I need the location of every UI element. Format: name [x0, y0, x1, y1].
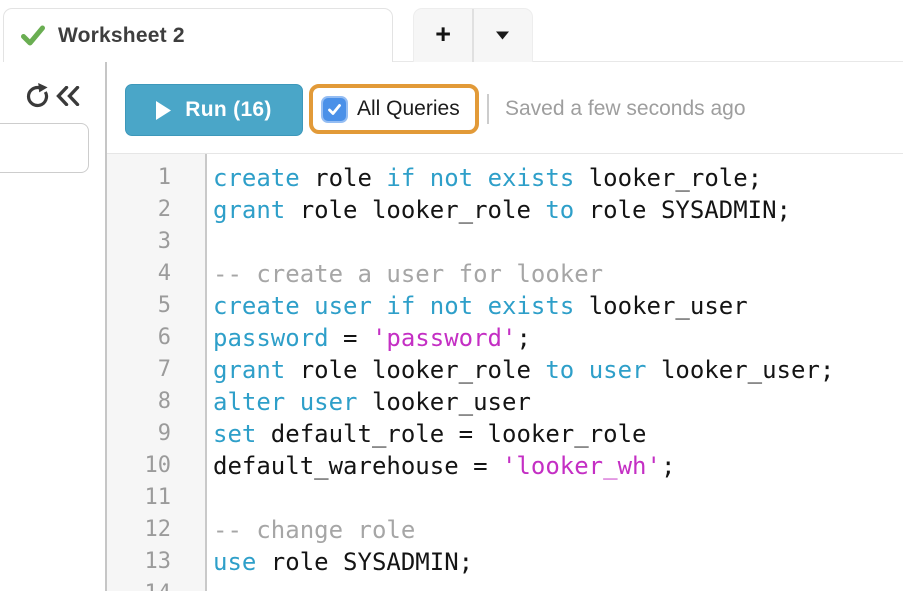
- refresh-icon: [26, 83, 49, 108]
- tab-title: Worksheet 2: [58, 23, 185, 47]
- line-number: 5: [157, 293, 171, 318]
- code-text: -- change role: [213, 516, 416, 544]
- code-text: -- create a user for looker: [213, 260, 604, 288]
- all-queries-label: All Queries: [357, 97, 460, 120]
- line-number: 7: [157, 357, 171, 382]
- code-text: grant role looker_role to role SYSADMIN;: [213, 196, 791, 224]
- line-number: 3: [157, 229, 171, 254]
- code-line[interactable]: 11: [107, 482, 903, 514]
- line-number: 13: [144, 549, 172, 574]
- code-line[interactable]: 13 use role SYSADMIN;: [107, 546, 903, 578]
- line-number: 8: [157, 389, 171, 414]
- code-text: create role if not exists looker_role;: [213, 164, 763, 192]
- code-line[interactable]: 8 alter user looker_user: [107, 386, 903, 418]
- code-text: [207, 482, 213, 514]
- all-queries-toggle[interactable]: All Queries: [309, 84, 479, 134]
- tab-actions-group: +: [413, 8, 533, 62]
- code-text: [207, 578, 213, 591]
- run-button[interactable]: Run (16): [125, 84, 303, 136]
- collapse-panel-button[interactable]: [56, 85, 80, 107]
- code-line[interactable]: 3: [107, 226, 903, 258]
- code-text: create user if not exists looker_user: [213, 292, 748, 320]
- code-line[interactable]: 9 set default_role = looker_role: [107, 418, 903, 450]
- code-text: use role SYSADMIN;: [213, 548, 474, 576]
- checkmark-icon: [328, 103, 341, 115]
- code-text: password = 'password';: [213, 324, 531, 352]
- plus-icon: +: [435, 18, 452, 49]
- code-line[interactable]: 1 create role if not exists looker_role;: [107, 162, 903, 194]
- code-text: alter user looker_user: [213, 388, 531, 416]
- code-line[interactable]: 14: [107, 578, 903, 591]
- double-chevron-left-icon: [56, 85, 80, 107]
- code-text: [207, 226, 213, 258]
- check-icon: [21, 25, 45, 46]
- code-line[interactable]: 2 grant role looker_role to role SYSADMIN…: [107, 194, 903, 226]
- line-number: 2: [157, 197, 171, 222]
- code-line[interactable]: 4 -- create a user for looker: [107, 258, 903, 290]
- worksheet-menu-button[interactable]: [474, 9, 532, 62]
- tab-worksheet-2[interactable]: Worksheet 2: [3, 8, 393, 62]
- autosave-status: Saved a few seconds ago: [505, 97, 746, 120]
- code-text: grant role looker_role to user looker_us…: [213, 356, 835, 384]
- line-number: 4: [157, 261, 171, 286]
- line-number: 14: [107, 578, 207, 591]
- line-number: 6: [157, 325, 171, 350]
- code-line[interactable]: 7 grant role looker_role to user looker_u…: [107, 354, 903, 386]
- code-line[interactable]: 5 create user if not exists looker_user: [107, 290, 903, 322]
- tab-bar-bottom-border: [393, 60, 903, 62]
- divider: [472, 9, 474, 62]
- all-queries-checkbox[interactable]: [321, 95, 348, 123]
- line-number: 9: [157, 421, 171, 446]
- new-worksheet-button[interactable]: +: [414, 9, 472, 62]
- code-line[interactable]: 10 default_warehouse = 'looker_wh';: [107, 450, 903, 482]
- run-button-label: Run (16): [185, 98, 272, 121]
- line-number-gutter: [107, 154, 207, 591]
- line-number: 10: [144, 453, 172, 478]
- code-line[interactable]: 12 -- change role: [107, 514, 903, 546]
- sidebar-divider: [105, 62, 107, 591]
- play-icon: [156, 100, 172, 120]
- code-text: default_warehouse = 'looker_wh';: [213, 452, 676, 480]
- line-number: 12: [144, 517, 172, 542]
- line-number: 11: [144, 485, 172, 510]
- sidebar-input[interactable]: [0, 123, 89, 173]
- code-text: set default_role = looker_role: [213, 420, 647, 448]
- code-line[interactable]: 6 password = 'password';: [107, 322, 903, 354]
- divider: [487, 94, 489, 124]
- line-number: 1: [157, 165, 171, 190]
- refresh-button[interactable]: [26, 83, 50, 109]
- caret-down-icon: [496, 31, 510, 40]
